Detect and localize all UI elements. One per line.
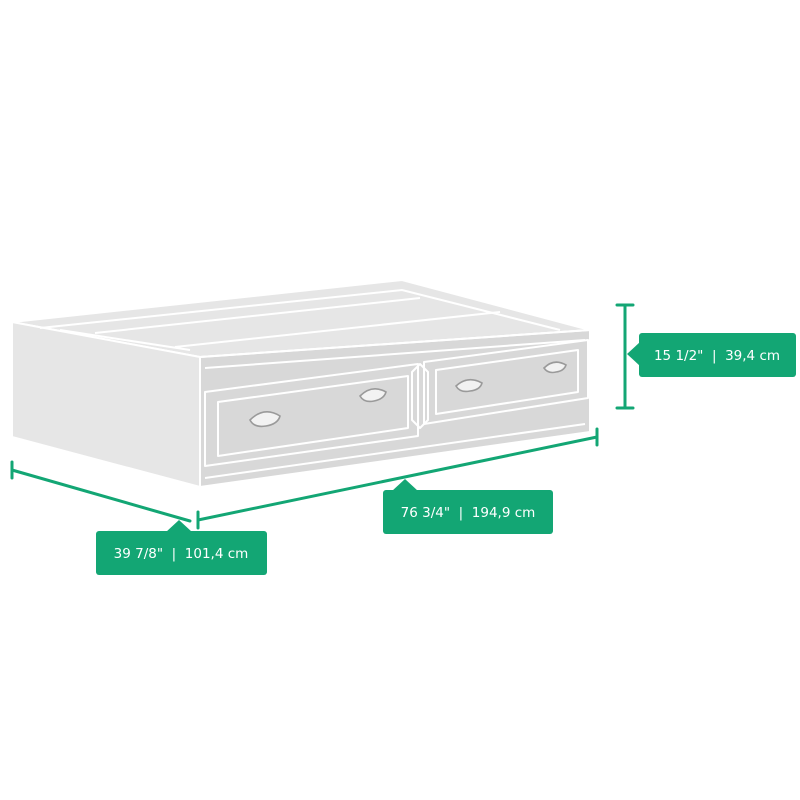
depth-dimension-line bbox=[10, 468, 192, 523]
drawer-right-handle-1 bbox=[454, 378, 483, 393]
length-badge-pointer bbox=[392, 479, 418, 491]
drawer-left-handle-1 bbox=[249, 411, 281, 428]
depth-badge-box bbox=[96, 531, 267, 575]
length-dimension-line bbox=[196, 435, 599, 522]
length-dimension-badge: 76 3/4" | 194,9 cm bbox=[383, 479, 553, 534]
drawer-left-outer bbox=[204, 363, 419, 467]
drawer-right-outer bbox=[423, 339, 589, 425]
storage-bed-illustration bbox=[11, 279, 591, 488]
depth-dimension-badge: 39 7/8" | 101,4 cm bbox=[96, 520, 267, 575]
dimension-lines bbox=[10, 303, 635, 530]
depth-dimension-label: 39 7/8" | 101,4 cm bbox=[114, 546, 249, 562]
depth-badge-pointer bbox=[166, 520, 192, 532]
length-dimension-label: 76 3/4" | 194,9 cm bbox=[401, 505, 536, 521]
length-badge-box bbox=[383, 490, 553, 534]
drawer-right-handle-2 bbox=[542, 361, 567, 374]
drawer-right-inner bbox=[435, 349, 579, 415]
drawer-right bbox=[423, 339, 589, 425]
bed-top-plank-seam-2 bbox=[174, 311, 501, 348]
drawer-left bbox=[204, 363, 419, 467]
drawer-divider bbox=[411, 363, 429, 429]
height-badge-box bbox=[639, 333, 796, 377]
bed-front-inner-bottom bbox=[204, 423, 586, 479]
height-badge-pointer bbox=[627, 342, 640, 366]
bed-top-inner-rim-2 bbox=[59, 329, 191, 351]
drawer-left-inner bbox=[217, 375, 409, 457]
bed-front-top-edge bbox=[199, 329, 591, 358]
bed-top-inner-rim bbox=[39, 288, 561, 331]
height-dimension-label: 15 1/2" | 39,4 cm bbox=[654, 348, 780, 364]
drawer-left-handle-2 bbox=[359, 388, 387, 403]
bed-front-inner-top bbox=[204, 339, 586, 369]
height-dimension-badge: 15 1/2" | 39,4 cm bbox=[627, 333, 796, 377]
bed-top-plank-seam bbox=[94, 297, 421, 334]
